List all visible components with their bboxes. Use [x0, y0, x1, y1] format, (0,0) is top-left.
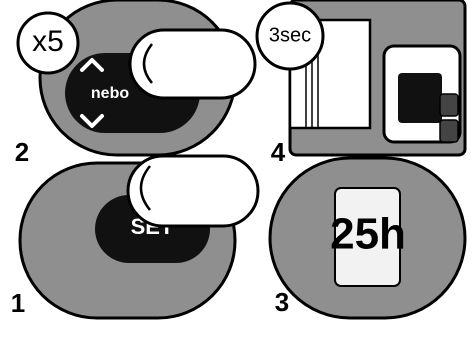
finger-icon — [128, 156, 258, 226]
step-4-number: 4 — [271, 137, 286, 167]
hold-time-badge: 3sec — [257, 3, 323, 69]
nebo-button-label: nebo — [91, 85, 129, 102]
step-1-number: 1 — [11, 288, 25, 318]
hold-time-text: 3sec — [269, 24, 311, 46]
step-4-panel: 3sec 4 — [257, 0, 465, 167]
step-3-number: 3 — [275, 287, 289, 317]
step-2-panel: nebo x5 2 — [15, 0, 255, 167]
repeat-badge: x5 — [18, 13, 78, 73]
finger-icon — [130, 30, 255, 98]
step-1-panel: SET 1 — [11, 156, 258, 318]
lcd-reading: 25h — [330, 210, 406, 259]
repeat-badge-text: x5 — [32, 25, 64, 58]
step-3-panel: 25h 3 — [270, 158, 465, 318]
device-icon — [384, 46, 460, 142]
step-2-number: 2 — [15, 137, 29, 167]
